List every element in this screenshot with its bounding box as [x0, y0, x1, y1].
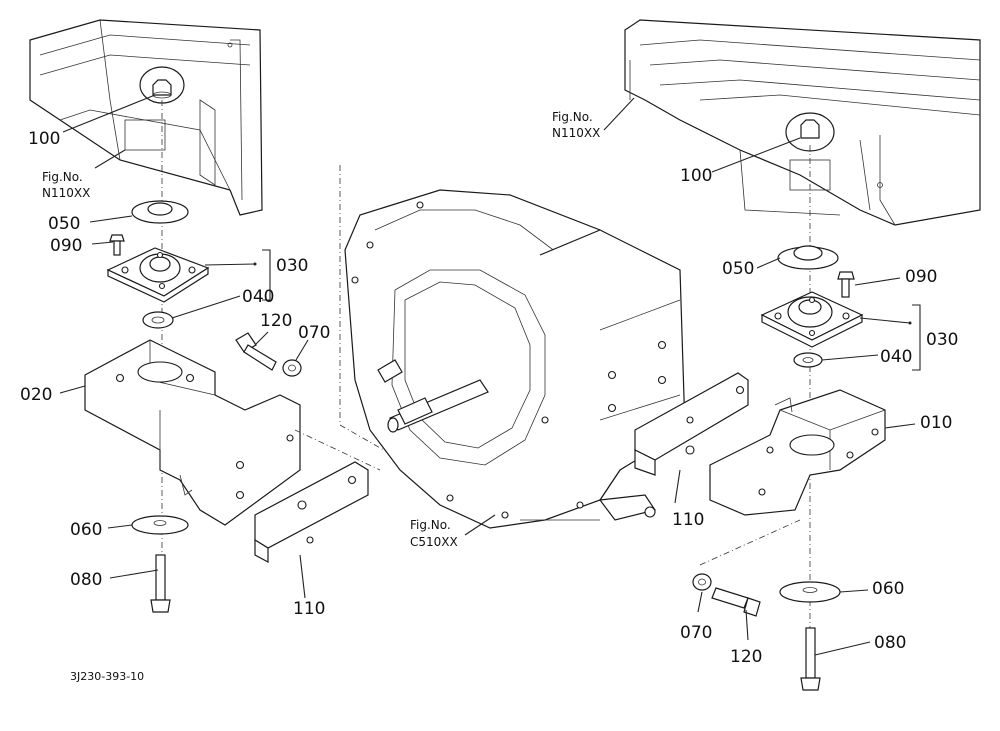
label-100-right: 100	[680, 166, 712, 186]
label-060-right: 060	[872, 579, 904, 599]
left-frame-section	[29, 19, 263, 216]
plate-110-right	[634, 372, 749, 476]
label-050-right: 050	[722, 259, 754, 279]
label-050-left: 050	[48, 214, 80, 234]
label-020: 020	[20, 385, 52, 405]
bolt-090-right	[837, 271, 855, 298]
bracket-020-left	[84, 339, 301, 526]
diagram-code: 3J230-393-10	[70, 670, 144, 683]
label-070-right: 070	[680, 623, 712, 643]
fig-ref-right-line1: Fig.No.	[552, 110, 593, 124]
leader-lines	[59, 94, 921, 656]
label-080-left: 080	[70, 570, 102, 590]
label-090-left: 090	[50, 236, 82, 256]
label-070-left: 070	[298, 323, 330, 343]
left-mount-stack	[84, 66, 381, 613]
label-040-left: 040	[242, 287, 274, 307]
input-shaft	[387, 379, 489, 433]
washer-060-right	[779, 581, 841, 603]
label-110-right: 110	[672, 510, 704, 530]
label-120-right: 120	[730, 647, 762, 667]
bracket-010-right	[709, 389, 886, 516]
bolt-080-left	[150, 554, 171, 613]
transmission-housing	[339, 165, 686, 529]
washer-040-left	[142, 311, 174, 329]
label-080-right: 080	[874, 633, 906, 653]
label-040-right: 040	[880, 347, 912, 367]
label-120-left: 120	[260, 311, 292, 331]
fig-ref-right-line2: N110XX	[552, 126, 600, 140]
bolt-090-left	[109, 234, 125, 256]
washer-070-left	[282, 359, 302, 377]
label-010: 010	[920, 413, 952, 433]
fig-ref-transmission-line1: Fig.No.	[410, 518, 451, 532]
fig-ref-left-line1: Fig.No.	[42, 170, 83, 184]
label-110-left: 110	[293, 599, 325, 619]
label-060-left: 060	[70, 520, 102, 540]
washer-070-right	[692, 573, 712, 591]
bolt-120-left	[235, 332, 277, 371]
label-030-right: 030	[926, 330, 958, 350]
right-part-labels: Fig.No. N110XX 100 050 090 030 040 010 1…	[552, 110, 958, 667]
fig-ref-transmission-line2: C510XX	[410, 535, 458, 549]
bolt-080-right	[800, 627, 821, 691]
left-part-labels: 100 Fig.No. N110XX 050 090 030 040 120 0…	[20, 129, 330, 619]
washer-040-right	[793, 352, 823, 368]
bolt-120-right	[711, 587, 761, 617]
nut-100-right	[800, 119, 820, 139]
washer-060-left	[131, 515, 189, 535]
right-mount-stack	[634, 112, 886, 691]
fig-ref-left-line2: N110XX	[42, 186, 90, 200]
label-030-left: 030	[276, 256, 308, 276]
plate-110-left	[254, 429, 381, 564]
center-labels: Fig.No. C510XX 3J230-393-10	[70, 518, 458, 683]
label-100-left: 100	[28, 129, 60, 149]
label-090-right: 090	[905, 267, 937, 287]
